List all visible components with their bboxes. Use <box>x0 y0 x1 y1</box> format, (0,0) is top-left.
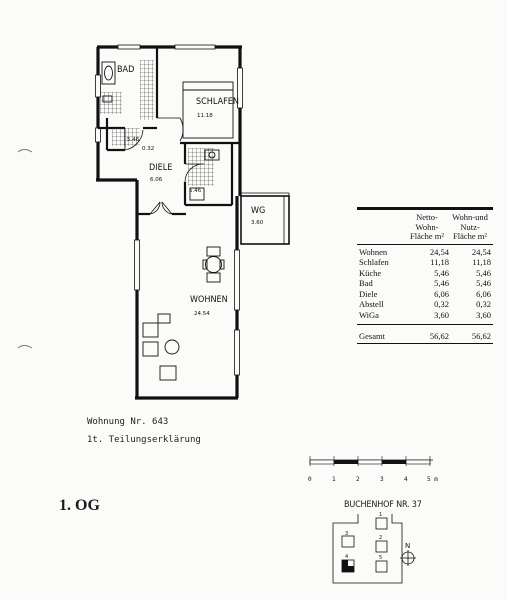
room-name-wohnen: WOHNEN <box>190 295 228 305</box>
scale-tick-1: 1 <box>332 476 336 483</box>
scale-tick-2: 2 <box>356 476 360 483</box>
room-labels: BAD SCHLAFEN 11.18 5.46 DIELE 6.06 5.46 … <box>117 65 265 317</box>
apartment-info: Wohnung Nr. 643 1t. Teilungserklärung <box>87 413 201 449</box>
table-total-row: Gesamt 56,62 56,62 <box>357 328 493 345</box>
area-table-header: Netto- Wohn- Fläche m² Wohn-und Nutz- Fl… <box>357 210 493 242</box>
site-address: BUCHENHOF NR. 37 <box>344 500 422 510</box>
row-netto: 0,32 <box>434 299 449 310</box>
table-row: Wohnen 24,54 24,54 <box>357 247 493 258</box>
room-area-schlafen: 11.18 <box>197 113 213 119</box>
site-building-5: 5 <box>379 555 382 561</box>
north-label: N <box>405 542 410 550</box>
scale-tick-3: 3 <box>380 476 384 483</box>
row-netto: 24,54 <box>429 246 449 257</box>
row-name: Wohnen <box>359 246 388 257</box>
room-name-bad: BAD <box>117 65 134 75</box>
row-netto: 5,46 <box>434 278 449 289</box>
site-building-4: 4 <box>345 554 348 560</box>
room-area-kueche: 5.46 <box>127 137 140 143</box>
row-nutz: 5,46 <box>476 278 491 289</box>
row-name: Diele <box>359 288 378 299</box>
area-table: Netto- Wohn- Fläche m² Wohn-und Nutz- Fl… <box>357 207 493 345</box>
room-area-abstell: 0.32 <box>142 146 154 152</box>
total-nutz: 56,62 <box>471 330 491 341</box>
tiled-areas <box>100 60 214 186</box>
row-name: WiGa <box>359 310 379 321</box>
room-area-bad: 5.46 <box>189 188 202 194</box>
north-arrow-icon <box>400 550 416 566</box>
site-building-1: 1 <box>379 512 382 518</box>
row-name: Abstell <box>359 299 384 310</box>
room-area-wohnen: 24.54 <box>194 311 210 317</box>
total-netto: 56,62 <box>429 330 449 341</box>
declaration-reference: 1t. Teilungserklärung <box>87 435 201 445</box>
row-nutz: 3,60 <box>476 310 491 321</box>
table-row: Küche 5,46 5,46 <box>357 268 493 279</box>
lounge-set <box>142 313 180 381</box>
windows <box>95 44 243 376</box>
row-nutz: 5,46 <box>476 267 491 278</box>
room-name-diele: DIELE <box>149 163 172 173</box>
site-plan <box>332 514 416 584</box>
row-netto: 11,18 <box>430 257 449 268</box>
row-name: Bad <box>359 278 373 289</box>
punch-hole-marks <box>17 149 33 349</box>
table-row: Schlafen 11,18 11,18 <box>357 257 493 268</box>
header-nutz-line1: Wohn-und <box>452 212 488 222</box>
scale-tick-0: 0 <box>308 476 312 483</box>
floor-label: 1. OG <box>59 497 100 514</box>
header-netto-line1: Netto- <box>416 212 438 222</box>
row-nutz: 6,06 <box>476 288 491 299</box>
fixtures <box>101 61 234 201</box>
row-netto: 6,06 <box>434 288 449 299</box>
row-nutz: 0,32 <box>476 299 491 310</box>
row-netto: 3,60 <box>434 310 449 321</box>
room-area-wg: 3.60 <box>251 220 264 226</box>
header-netto-line2: Wohn- <box>415 221 439 232</box>
wintergarten <box>240 192 290 245</box>
header-nutz-line3: Fläche m² <box>453 231 487 241</box>
table-row: Abstell 0,32 0,32 <box>357 299 493 310</box>
site-building-2: 2 <box>379 535 382 541</box>
header-nutz-line2: Nutz- <box>460 221 480 232</box>
row-netto: 5,46 <box>434 267 449 278</box>
room-name-schlafen: SCHLAFEN <box>196 97 239 107</box>
scale-tick-5: 5 m <box>427 476 438 483</box>
interior-walls <box>98 47 240 216</box>
apartment-number: Wohnung Nr. 643 <box>87 417 169 427</box>
table-row: WiGa 3,60 3,60 <box>357 310 493 321</box>
scale-bar: 0 1 2 3 4 5 m <box>308 456 438 483</box>
row-nutz: 11,18 <box>472 257 491 268</box>
scale-tick-4: 4 <box>404 476 408 483</box>
table-row: Diele 6,06 6,06 <box>357 289 493 300</box>
row-name: Küche <box>359 267 382 278</box>
table-row: Bad 5,46 5,46 <box>357 278 493 289</box>
site-building-3: 3 <box>345 531 348 537</box>
header-netto-line3: Fläche m² <box>410 231 444 241</box>
row-nutz: 24,54 <box>471 246 491 257</box>
row-name: Schlafen <box>359 257 389 268</box>
dining-set <box>202 246 225 283</box>
room-name-wg: WG <box>251 206 265 216</box>
total-name: Gesamt <box>359 330 385 341</box>
room-area-diele: 6.06 <box>150 177 163 183</box>
